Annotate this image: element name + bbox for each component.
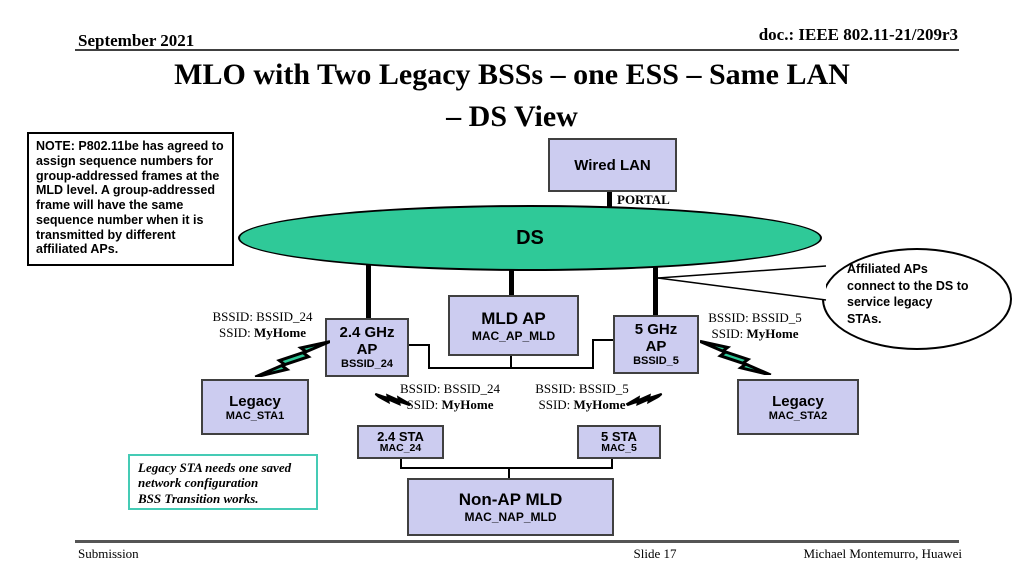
lightning-bolt-icon: [374, 381, 411, 417]
sta-24-node: 2.4 STA MAC_24: [357, 425, 444, 459]
ap-5ghz-role: AP: [645, 338, 667, 356]
legacy-sta1-title: Legacy: [229, 392, 281, 410]
ds-to-ap24-line: [366, 260, 371, 320]
sta24-stem-line: [400, 455, 402, 469]
lightning-bolt-icon: [625, 381, 662, 417]
wired-lan-label: Wired LAN: [574, 156, 651, 174]
rf-label-bssid5-inner: BSSID: BSSID_5 SSID: MyHome: [527, 381, 637, 413]
legacy-sta2-mac: MAC_STA2: [768, 409, 828, 422]
slide-title-line1: MLO with Two Legacy BSSs – one ESS – Sam…: [174, 58, 850, 91]
callout-text: Affiliated APs connect to the DS to serv…: [847, 262, 969, 326]
sta-5-mac: MAC_5: [601, 442, 637, 455]
footer-submission: Submission: [78, 546, 139, 561]
slide-title-line2: – DS View: [446, 100, 578, 133]
sta-5-title: 5 STA: [601, 428, 637, 444]
note-box: NOTE: P802.11be has agreed to assign seq…: [27, 132, 234, 266]
ap-5ghz-bssid: BSSID_5: [633, 355, 679, 368]
ap-24ghz-role: AP: [356, 341, 378, 359]
ap-24ghz-freq: 2.4 GHz: [339, 323, 395, 341]
footer-author: Michael Montemurro, Huawei: [803, 546, 962, 561]
footer-rule: [75, 540, 959, 543]
callout-bubble: [822, 248, 1012, 350]
ds-to-ap5-line: [653, 262, 658, 317]
mld-ap-node: MLD AP MAC_AP_MLD: [448, 295, 579, 356]
nonap-stem-line: [508, 467, 510, 479]
ap5-elbow-h-line: [592, 339, 615, 341]
mld-ap-mac: MAC_AP_MLD: [471, 328, 556, 343]
lightning-bolt-icon: [700, 339, 772, 375]
legacy-sta2-title: Legacy: [772, 392, 824, 410]
sta-bus-line: [400, 467, 613, 469]
ds-to-mldap-line: [509, 265, 514, 297]
rf-label-bssid-line: BSSID: BSSID_24: [212, 309, 313, 324]
footer-slide-number: Slide 17: [633, 546, 677, 561]
mldap-stem-line: [510, 352, 512, 369]
header-date: September 2021: [78, 31, 195, 50]
note-text: NOTE: P802.11be has agreed to assign seq…: [36, 139, 224, 257]
non-ap-mld-title: Non-AP MLD: [458, 490, 563, 509]
rf-label-bssid-line: BSSID: BSSID_5: [708, 310, 802, 325]
rf-label-ssid-line: SSID: MyHome: [538, 396, 626, 412]
sta-5-node: 5 STA MAC_5: [577, 425, 661, 459]
ap-bus-line: [428, 367, 594, 369]
portal-label: PORTAL: [617, 192, 670, 207]
non-ap-mld-node: Non-AP MLD MAC_NAP_MLD: [407, 478, 614, 536]
transition-note-box: Legacy STA needs one saved network confi…: [128, 454, 318, 510]
legacy-sta1-mac: MAC_STA1: [225, 409, 285, 422]
ds-ellipse: DS: [238, 205, 822, 271]
ap-5ghz-node: 5 GHz AP BSSID_5: [613, 315, 699, 374]
header-rule: [75, 49, 959, 51]
rf-label-bssid-line: BSSID: BSSID_5: [535, 381, 629, 396]
transition-note-line: BSS Transition works.: [138, 490, 259, 506]
ds-label: DS: [516, 226, 544, 249]
portal-link-line: [607, 186, 612, 208]
callout-tail: [657, 265, 827, 301]
rf-label-ssid-line: SSID: MyHome: [218, 324, 307, 340]
lightning-bolt-icon: [254, 339, 330, 377]
mld-ap-title: MLD AP: [481, 308, 546, 328]
rf-label-ssid-line: SSID: MyHome: [406, 396, 494, 412]
ap24-elbow-h-line: [405, 344, 430, 346]
transition-note-line: network configuration: [138, 475, 259, 491]
legacy-sta1-node: Legacy MAC_STA1: [201, 379, 309, 435]
wired-lan-node: Wired LAN: [548, 138, 677, 192]
non-ap-mld-mac: MAC_NAP_MLD: [464, 510, 557, 524]
ap-24ghz-node: 2.4 GHz AP BSSID_24: [325, 318, 409, 377]
rf-label-bssid24-outer: BSSID: BSSID_24 SSID: MyHome: [200, 309, 325, 341]
header-doc-id: doc.: IEEE 802.11-21/209r3: [758, 25, 958, 44]
ap-5ghz-freq: 5 GHz: [634, 320, 678, 338]
rf-label-bssid5-outer: BSSID: BSSID_5 SSID: MyHome: [697, 310, 813, 342]
ap24-elbow-v-line: [428, 344, 430, 369]
rf-label-ssid-line: SSID: MyHome: [711, 325, 799, 341]
sta5-stem-line: [611, 455, 613, 469]
legacy-sta2-node: Legacy MAC_STA2: [737, 379, 859, 435]
ap-24ghz-bssid: BSSID_24: [341, 358, 393, 371]
sta-24-mac: MAC_24: [379, 442, 422, 455]
rf-label-bssid-line: BSSID: BSSID_24: [399, 381, 501, 396]
sta-24-title: 2.4 STA: [377, 428, 424, 444]
rf-label-bssid24-inner: BSSID: BSSID_24 SSID: MyHome: [395, 381, 505, 413]
transition-note-line: Legacy STA needs one saved: [138, 460, 292, 475]
ap5-elbow-v-line: [592, 340, 594, 369]
